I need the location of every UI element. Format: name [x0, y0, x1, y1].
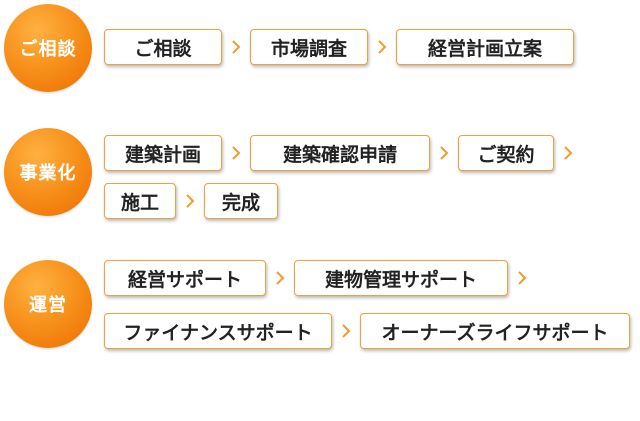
step-label: 市場調査	[270, 37, 347, 60]
flow-row: 建築計画 建築確認申請 ご契約	[104, 133, 582, 173]
step-box: 建物管理サポート	[294, 260, 508, 296]
step-label: 建物管理サポート	[324, 268, 477, 291]
step-label: 建築確認申請	[282, 143, 397, 166]
step-label: 経営サポート	[127, 268, 242, 291]
step-box: 建築計画	[104, 135, 222, 171]
step-box: 施工	[104, 183, 176, 219]
chevron-right-icon	[332, 313, 360, 349]
step-box: ご契約	[458, 135, 554, 171]
step-box: ご相談	[104, 29, 222, 65]
chevron-right-icon	[430, 135, 458, 171]
flow-row: 経営サポート 建物管理サポート	[104, 258, 536, 298]
flow-row: 施工 完成	[104, 181, 278, 221]
chevron-right-icon	[508, 260, 536, 296]
step-label: ご契約	[477, 143, 535, 166]
chevron-right-icon	[554, 135, 582, 171]
stage-title: 運営	[29, 295, 67, 316]
step-box: 経営計画立案	[396, 29, 574, 65]
stage-title: ご相談	[19, 39, 77, 60]
chevron-right-icon	[222, 135, 250, 171]
stage-circle-commercialization: 事業化	[4, 128, 92, 216]
stage-title: 事業化	[19, 163, 77, 184]
step-box: 市場調査	[250, 29, 368, 65]
step-box: オーナーズライフサポート	[360, 313, 630, 349]
step-box: 完成	[204, 183, 278, 219]
flow-row: ファイナンスサポート オーナーズライフサポート	[104, 311, 630, 351]
chevron-right-icon	[176, 183, 204, 219]
step-label: オーナーズライフサポート	[381, 321, 609, 344]
stage-circle-operation: 運営	[4, 260, 92, 348]
flow-row: ご相談 市場調査 経営計画立案	[104, 27, 574, 67]
chevron-right-icon	[368, 29, 396, 65]
step-label: ご相談	[134, 37, 192, 60]
step-box: 経営サポート	[104, 260, 266, 296]
step-label: ファイナンスサポート	[123, 321, 313, 344]
step-label: 完成	[221, 191, 260, 214]
step-box: 建築確認申請	[250, 135, 430, 171]
chevron-right-icon	[222, 29, 250, 65]
stage-circle-consultation: ご相談	[4, 4, 92, 92]
step-label: 建築計画	[124, 143, 201, 166]
step-label: 施工	[120, 191, 159, 214]
step-label: 経営計画立案	[427, 37, 542, 60]
chevron-right-icon	[266, 260, 294, 296]
step-box: ファイナンスサポート	[104, 313, 332, 349]
